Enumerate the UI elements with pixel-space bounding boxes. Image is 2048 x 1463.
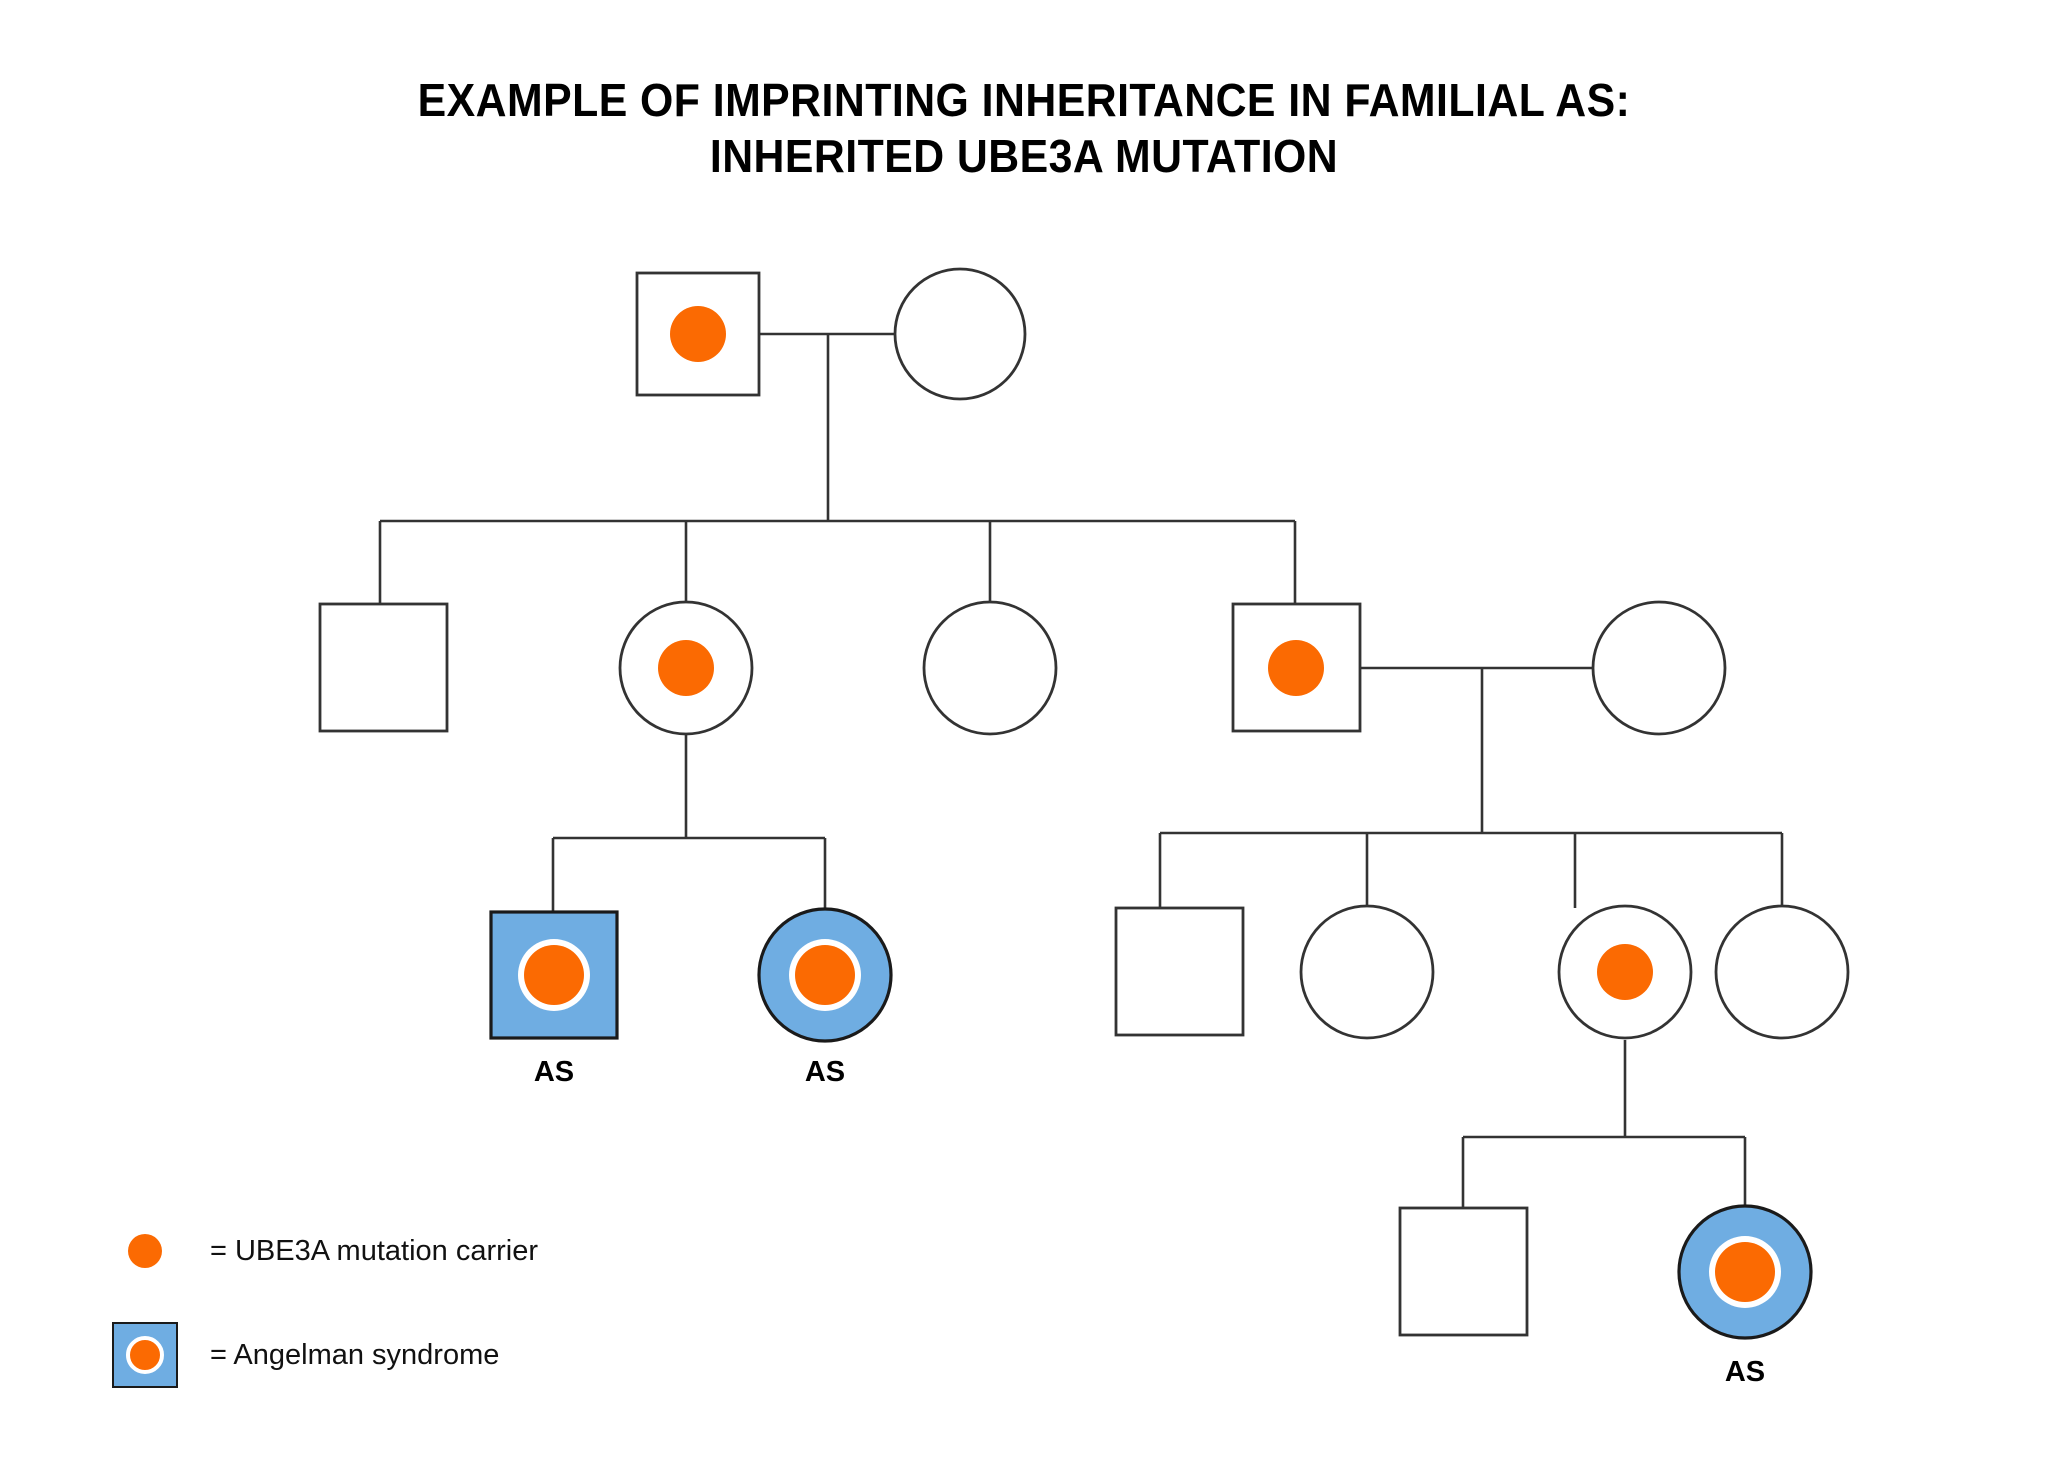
legend-swatch-angelman [108,1322,182,1388]
individual-III-5[interactable] [1557,904,1693,1040]
as-inner-dot-icon [126,1336,164,1374]
female-circle[interactable] [1299,904,1435,1040]
individual-II-1[interactable] [318,602,449,733]
male-square[interactable] [1114,906,1245,1037]
carrier-dot-icon [524,945,584,1005]
as-label-III-1: AS [534,1056,574,1088]
as-square-icon [112,1322,178,1388]
individual-I-2[interactable] [893,267,1027,401]
individual-III-2[interactable] [757,907,893,1043]
individual-II-3[interactable] [922,600,1058,736]
individual-III-1[interactable] [489,910,619,1040]
legend-item-angelman: = Angelman syndrome [108,1312,748,1398]
legend-item-carrier: = UBE3A mutation carrier [108,1208,748,1294]
carrier-dot-icon [795,945,855,1005]
legend: = UBE3A mutation carrier = Angelman synd… [108,1208,748,1416]
carrier-dot-icon [658,640,714,696]
individual-II-2[interactable] [618,600,754,736]
legend-label-carrier: = UBE3A mutation carrier [210,1234,539,1267]
individual-IV-2[interactable] [1677,1204,1813,1340]
individual-II-4[interactable] [1231,602,1362,733]
male-square[interactable] [318,602,449,733]
carrier-dot-icon [1715,1242,1775,1302]
individual-I-1[interactable] [635,271,761,397]
individual-II-5[interactable] [1591,600,1727,736]
orange-dot-icon [128,1234,162,1268]
as-label-IV-2: AS [1725,1356,1765,1388]
as-label-III-2: AS [805,1056,845,1088]
legend-swatch-carrier [108,1234,182,1268]
individual-IV-1[interactable] [1398,1206,1529,1337]
carrier-dot-icon [1268,640,1324,696]
male-square[interactable] [1398,1206,1529,1337]
individual-III-3[interactable] [1114,906,1245,1037]
female-circle[interactable] [1714,904,1850,1040]
connector-lines [378,332,1784,1208]
female-circle[interactable] [922,600,1058,736]
carrier-dot-icon [1597,944,1653,1000]
individual-III-4[interactable] [1299,904,1435,1040]
female-circle[interactable] [1591,600,1727,736]
individual-III-6[interactable] [1714,904,1850,1040]
female-circle[interactable] [893,267,1027,401]
legend-label-angelman: = Angelman syndrome [210,1338,500,1371]
carrier-dot-icon [670,306,726,362]
